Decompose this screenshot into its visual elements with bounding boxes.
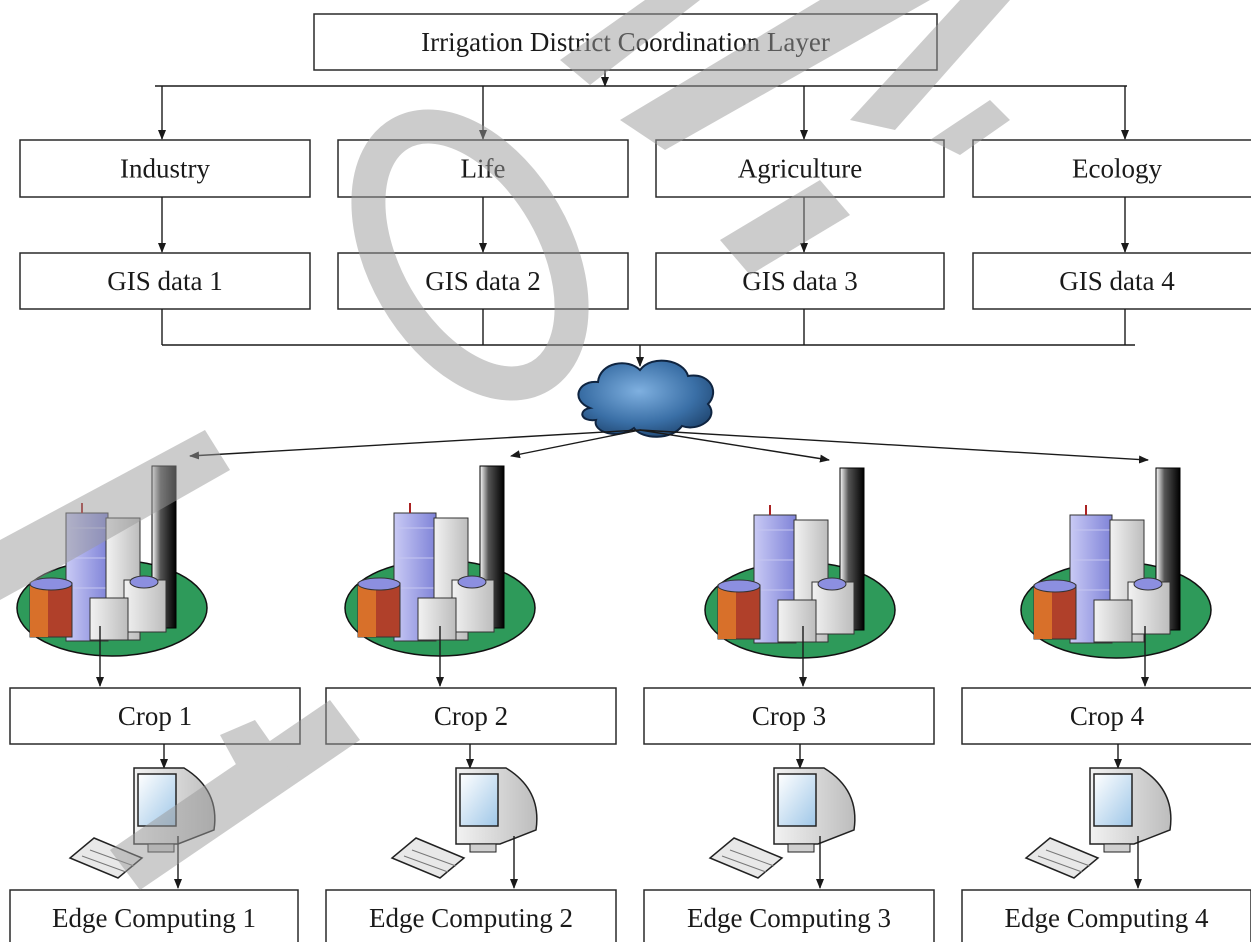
crop-box-2-frame bbox=[325, 687, 617, 745]
crop-box-4-frame bbox=[961, 687, 1251, 745]
gis-data-box-1-label: GIS data 1 bbox=[107, 266, 222, 296]
category-box-agriculture: Agriculture bbox=[655, 139, 945, 198]
category-box-industry: Industry bbox=[19, 139, 311, 198]
cloud-icon bbox=[577, 359, 715, 438]
arrow-cloud-to-city-4 bbox=[639, 429, 1149, 464]
category-box-agriculture-frame bbox=[655, 139, 945, 198]
crop-box-3: Crop 3 bbox=[643, 687, 935, 745]
edge-computing-box-3: Edge Computing 3 bbox=[643, 889, 935, 942]
category-box-ecology: Ecology bbox=[972, 139, 1251, 198]
gis-data-box-1-frame bbox=[19, 252, 311, 310]
edge-computing-box-3-label: Edge Computing 3 bbox=[687, 903, 891, 933]
crop-box-2: Crop 2 bbox=[325, 687, 617, 745]
city-buildings-icon bbox=[1020, 467, 1212, 659]
category-box-ecology-label: Ecology bbox=[1072, 154, 1162, 184]
edge-computing-box-4-frame bbox=[961, 889, 1251, 942]
arrow-cloud-to-city-2 bbox=[510, 429, 641, 459]
crop-box-2-label: Crop 2 bbox=[434, 701, 508, 731]
crop-box-3-frame bbox=[643, 687, 935, 745]
edge-computing-box-1: Edge Computing 1 bbox=[9, 889, 299, 942]
edge-computing-box-1-frame bbox=[9, 889, 299, 942]
city-buildings-icon bbox=[704, 467, 896, 659]
computer-icon bbox=[391, 767, 538, 879]
crop-box-3-label: Crop 3 bbox=[752, 701, 826, 731]
gis-data-box-4-frame bbox=[972, 252, 1251, 310]
edge-computing-box-1-label: Edge Computing 1 bbox=[52, 903, 256, 933]
computer-icon bbox=[709, 767, 856, 879]
gis-data-box-1: GIS data 1 bbox=[19, 252, 311, 310]
crop-box-4-label: Crop 4 bbox=[1070, 701, 1145, 731]
gis-data-box-3: GIS data 3 bbox=[655, 252, 945, 310]
arrow-cloud-to-city-3 bbox=[639, 429, 830, 463]
edge-computing-box-2: Edge Computing 2 bbox=[325, 889, 617, 942]
draft-watermark bbox=[0, 0, 1010, 890]
category-box-agriculture-label: Agriculture bbox=[738, 154, 862, 184]
edge-computing-box-4: Edge Computing 4 bbox=[961, 889, 1251, 942]
gis-data-box-4-label: GIS data 4 bbox=[1059, 266, 1175, 296]
edge-computing-box-3-frame bbox=[643, 889, 935, 942]
edge-computing-box-2-frame bbox=[325, 889, 617, 942]
computer-icon bbox=[1025, 767, 1172, 879]
gis-data-box-3-label: GIS data 3 bbox=[742, 266, 857, 296]
arrow-cloud-to-city-1 bbox=[189, 429, 641, 460]
category-box-industry-frame bbox=[19, 139, 311, 198]
crop-box-4: Crop 4 bbox=[961, 687, 1251, 745]
category-box-industry-label: Industry bbox=[120, 154, 210, 184]
crop-box-1-label: Crop 1 bbox=[118, 701, 192, 731]
edge-computing-box-4-label: Edge Computing 4 bbox=[1005, 903, 1209, 933]
category-box-ecology-frame bbox=[972, 139, 1251, 198]
edge-computing-box-2-label: Edge Computing 2 bbox=[369, 903, 573, 933]
gis-data-box-4: GIS data 4 bbox=[972, 252, 1251, 310]
gis-data-box-2-label: GIS data 2 bbox=[425, 266, 540, 296]
gis-data-box-3-frame bbox=[655, 252, 945, 310]
